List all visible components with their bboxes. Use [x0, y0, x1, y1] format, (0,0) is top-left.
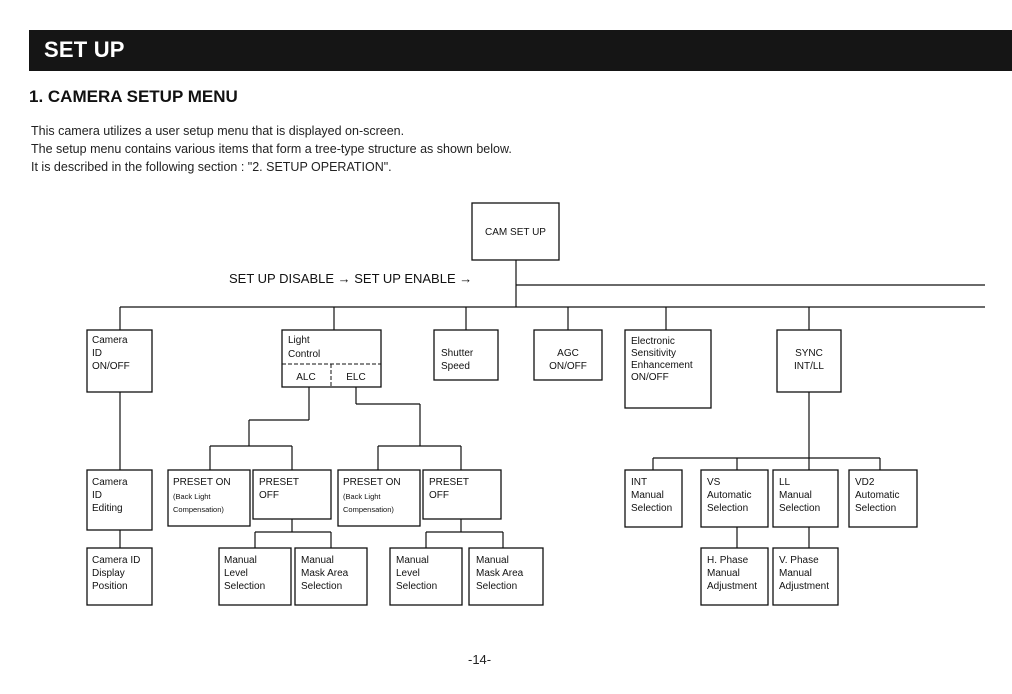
intro-line-1: This camera utilizes a user setup menu t… [31, 124, 405, 138]
svg-text:Manual: Manual [631, 490, 664, 501]
node-v-phase-manual-adjustment: V. Phase Manual Adjustment [772, 547, 839, 606]
node-camera-id-onoff: Camera ID ON/OFF [86, 329, 153, 393]
node-alc-manual-mask-area: Manual Mask Area Selection [294, 547, 368, 606]
svg-text:Manual: Manual [301, 555, 334, 566]
svg-text:AGC: AGC [557, 348, 579, 359]
node-vs-automatic: VS Automatic Selection [700, 469, 769, 528]
svg-text:Selection: Selection [707, 503, 748, 514]
svg-text:V. Phase: V. Phase [779, 555, 819, 566]
svg-text:Mask Area: Mask Area [476, 568, 524, 579]
svg-text:ON/OFF: ON/OFF [92, 361, 130, 372]
svg-text:Automatic: Automatic [855, 490, 899, 501]
svg-text:Mask Area: Mask Area [301, 568, 349, 579]
page-number: -14- [468, 652, 492, 667]
svg-text:Adjustment: Adjustment [707, 581, 757, 592]
svg-text:Automatic: Automatic [707, 490, 751, 501]
node-alc-preset-on: PRESET ON (Back Light Compensation) [167, 469, 251, 527]
svg-text:Selection: Selection [855, 503, 896, 514]
svg-text:INT: INT [631, 477, 647, 488]
node-electronic-sensitivity: Electronic Sensitivity Enhancement ON/OF… [624, 329, 712, 409]
svg-text:Manual: Manual [396, 555, 429, 566]
svg-text:PRESET: PRESET [259, 477, 299, 488]
svg-text:Manual: Manual [779, 568, 812, 579]
svg-text:Manual: Manual [779, 490, 812, 501]
svg-text:Manual: Manual [224, 555, 257, 566]
node-ll-manual: LL Manual Selection [772, 469, 839, 528]
node-label: CAM SET UP [485, 227, 546, 238]
node-int-manual: INT Manual Selection [624, 469, 683, 528]
svg-text:Selection: Selection [779, 503, 820, 514]
svg-text:Control: Control [288, 349, 320, 360]
svg-text:Selection: Selection [631, 503, 672, 514]
svg-text:PRESET ON: PRESET ON [173, 477, 231, 488]
svg-text:Enhancement: Enhancement [631, 360, 693, 371]
svg-text:LL: LL [779, 477, 791, 488]
svg-text:Manual: Manual [476, 555, 509, 566]
svg-text:Level: Level [224, 568, 248, 579]
svg-text:Selection: Selection [224, 581, 265, 592]
svg-text:Speed: Speed [441, 361, 470, 372]
svg-text:ID: ID [92, 348, 102, 359]
svg-text:Light: Light [288, 335, 310, 346]
setup-path-label: SET UP DISABLE → SET UP ENABLE → [229, 271, 472, 286]
node-camera-id-editing: Camera ID Editing [86, 469, 153, 531]
svg-text:Selection: Selection [396, 581, 437, 592]
svg-text:ON/OFF: ON/OFF [549, 361, 587, 372]
svg-text:Compensation): Compensation) [343, 505, 394, 514]
header-bar [29, 30, 1012, 71]
svg-text:Camera: Camera [92, 477, 128, 488]
svg-text:Sensitivity: Sensitivity [631, 348, 676, 359]
node-alc-preset-off: PRESET OFF [252, 469, 332, 520]
svg-text:(Back Light: (Back Light [173, 492, 211, 501]
node-agc: AGC ON/OFF [533, 329, 603, 381]
svg-text:Electronic: Electronic [631, 336, 675, 347]
svg-text:ON/OFF: ON/OFF [631, 372, 669, 383]
svg-text:Level: Level [396, 568, 420, 579]
svg-text:SYNC: SYNC [795, 348, 823, 359]
node-elc-preset-off: PRESET OFF [422, 469, 502, 520]
svg-text:Manual: Manual [707, 568, 740, 579]
elc-label: ELC [346, 372, 365, 383]
svg-text:OFF: OFF [429, 490, 449, 501]
svg-text:Selection: Selection [301, 581, 342, 592]
svg-text:Adjustment: Adjustment [779, 581, 829, 592]
node-alc-manual-level: Manual Level Selection [218, 547, 292, 606]
svg-text:Compensation): Compensation) [173, 505, 224, 514]
node-sync: SYNC INT/LL [776, 329, 842, 393]
svg-text:VS: VS [707, 477, 721, 488]
svg-text:Shutter: Shutter [441, 348, 474, 359]
connector-lines [119, 260, 985, 548]
svg-text:(Back Light: (Back Light [343, 492, 381, 501]
svg-text:Position: Position [92, 581, 128, 592]
intro-line-3: It is described in the following section… [31, 160, 392, 174]
svg-text:Selection: Selection [476, 581, 517, 592]
svg-text:Camera: Camera [92, 335, 128, 346]
svg-text:H. Phase: H. Phase [707, 555, 749, 566]
node-light-control: Light Control ALC ELC [281, 329, 382, 388]
svg-text:OFF: OFF [259, 490, 279, 501]
node-elc-manual-mask-area: Manual Mask Area Selection [468, 547, 544, 606]
node-elc-preset-on: PRESET ON (Back Light Compensation) [337, 469, 421, 527]
node-h-phase-manual-adjustment: H. Phase Manual Adjustment [700, 547, 769, 606]
svg-text:PRESET ON: PRESET ON [343, 477, 401, 488]
node-vd2-automatic: VD2 Automatic Selection [848, 469, 918, 528]
svg-text:ID: ID [92, 490, 102, 501]
node-shutter-speed: Shutter Speed [433, 329, 499, 381]
page-header-title: SET UP [44, 37, 125, 62]
svg-text:Camera ID: Camera ID [92, 555, 140, 566]
node-camera-id-display-position: Camera ID Display Position [86, 547, 153, 606]
node-elc-manual-level: Manual Level Selection [389, 547, 463, 606]
alc-label: ALC [296, 372, 315, 383]
intro-line-2: The setup menu contains various items th… [31, 142, 512, 156]
svg-text:Editing: Editing [92, 503, 123, 514]
svg-text:INT/LL: INT/LL [794, 361, 824, 372]
section-title: 1. CAMERA SETUP MENU [29, 87, 238, 106]
svg-text:PRESET: PRESET [429, 477, 469, 488]
svg-text:VD2: VD2 [855, 477, 875, 488]
node-cam-set-up: CAM SET UP [471, 202, 560, 261]
svg-text:Display: Display [92, 568, 125, 579]
